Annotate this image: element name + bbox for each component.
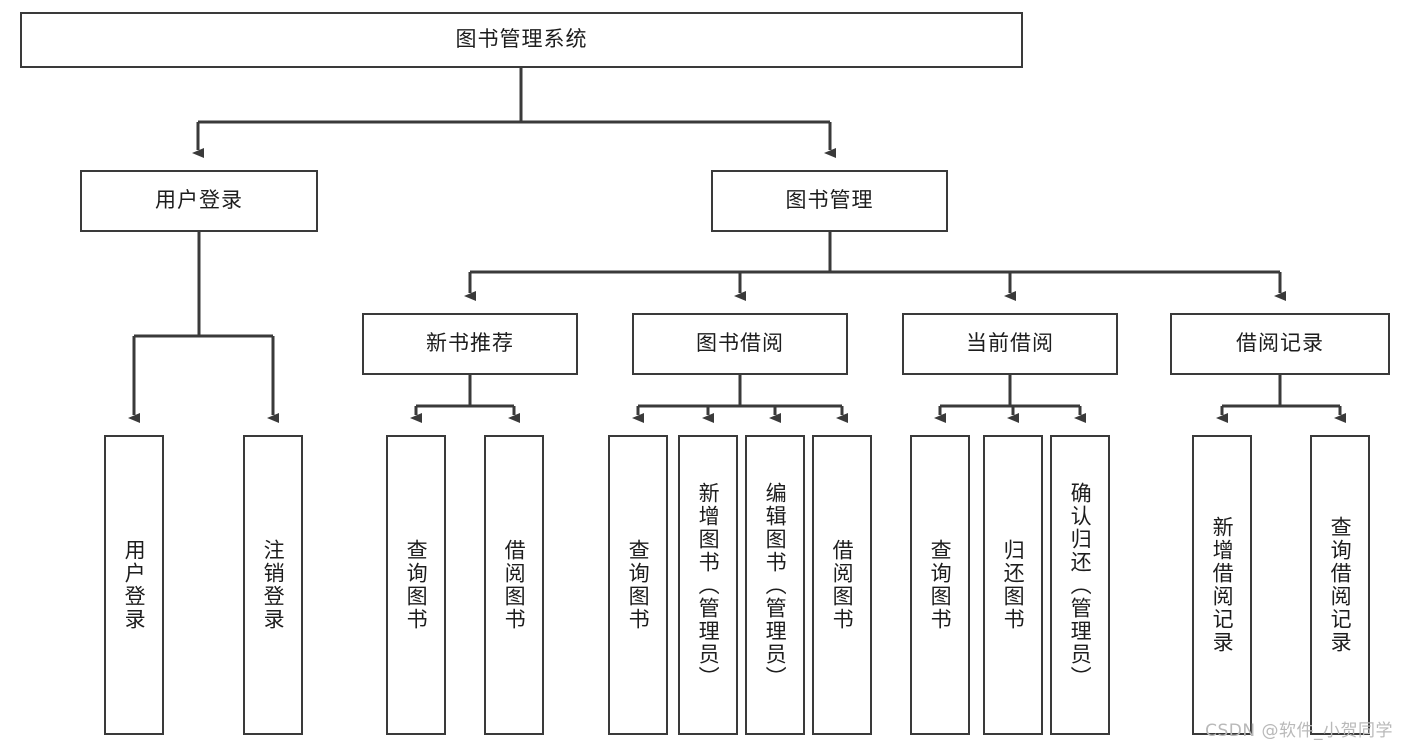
leaf-query-book-recommend[interactable]: 查询图书 (386, 435, 446, 735)
leaf-confirm-return[interactable]: 确认归还（管理员） (1050, 435, 1110, 735)
leaf-query-book-current[interactable]: 查询图书 (910, 435, 970, 735)
leaf-user-logout[interactable]: 注销登录 (243, 435, 303, 735)
leaf-edit-book[interactable]: 编辑图书（管理员） (745, 435, 805, 735)
leaf-return-book[interactable]: 归还图书 (983, 435, 1043, 735)
leaf-borrow-book-recommend[interactable]: 借阅图书 (484, 435, 544, 735)
leaf-user-login[interactable]: 用户登录 (104, 435, 164, 735)
leaf-add-book[interactable]: 新增图书（管理员） (678, 435, 738, 735)
node-user-login[interactable]: 用户登录 (80, 170, 318, 232)
leaf-query-book-borrow[interactable]: 查询图书 (608, 435, 668, 735)
node-root[interactable]: 图书管理系统 (20, 12, 1023, 68)
node-borrow-record[interactable]: 借阅记录 (1170, 313, 1390, 375)
leaf-borrow-book[interactable]: 借阅图书 (812, 435, 872, 735)
leaf-add-borrow-record[interactable]: 新增借阅记录 (1192, 435, 1252, 735)
node-new-book-recommend[interactable]: 新书推荐 (362, 313, 578, 375)
node-current-borrow[interactable]: 当前借阅 (902, 313, 1118, 375)
node-book-borrow[interactable]: 图书借阅 (632, 313, 848, 375)
node-book-manage[interactable]: 图书管理 (711, 170, 948, 232)
watermark: CSDN @软件_小贺同学 (1205, 721, 1393, 741)
leaf-query-borrow-record[interactable]: 查询借阅记录 (1310, 435, 1370, 735)
